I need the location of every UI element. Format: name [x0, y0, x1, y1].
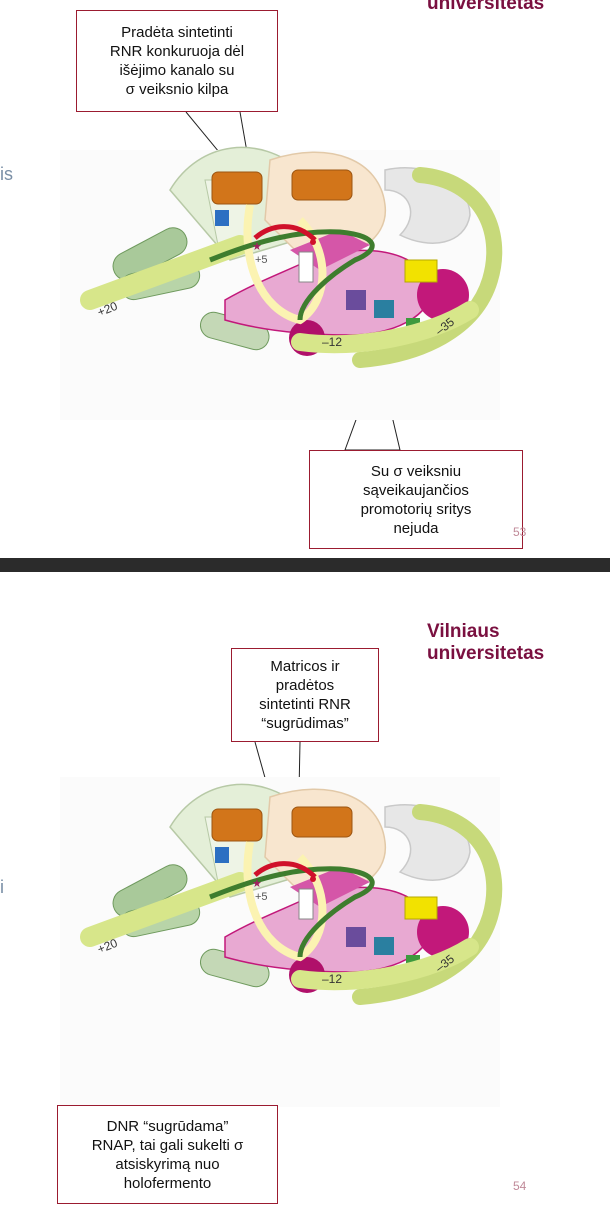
- blue-block: [215, 210, 229, 226]
- beta-lobe-block: [291, 169, 353, 201]
- beta-lobe-block: [211, 171, 263, 205]
- callout-line: atsiskyrimą nuo: [115, 1155, 220, 1173]
- sigma-arc: [352, 804, 503, 1005]
- callout-line: σ veiksnio kilpa: [125, 81, 229, 98]
- slide-54: Vilniaus universitetas i +20: [0, 572, 610, 1214]
- sigma-arc: [352, 167, 503, 368]
- purple-block: [346, 927, 366, 947]
- brand-line2: universitetas: [427, 643, 545, 664]
- downstream-dna: [80, 235, 250, 310]
- page-number: 54: [513, 1179, 527, 1193]
- label-minus12: –12: [322, 972, 342, 986]
- brand-line1: Vilniaus: [427, 621, 500, 642]
- callout-line: promotorių sritys: [360, 500, 472, 518]
- callout-top: Pradėta sintetinti RNR konkuruoja dėl iš…: [76, 10, 278, 112]
- nascent-rna: [253, 224, 317, 242]
- callout-line: pradėtos: [275, 677, 335, 694]
- promoter-dna: [291, 938, 479, 991]
- slide-separator: [0, 558, 610, 572]
- callout-line: išėjimo kanalo su: [119, 62, 235, 79]
- promoter-dna: [291, 301, 479, 354]
- callout-line: DNR “sugrūdama”: [106, 1117, 229, 1135]
- white-pillar: [298, 251, 314, 283]
- label-plus5: +5: [255, 254, 268, 266]
- label-plus5: +5: [255, 891, 268, 903]
- beta-lobe-block: [291, 806, 353, 838]
- label-minus12: –12: [322, 335, 342, 349]
- teal-block: [374, 937, 394, 955]
- callout-bottom: Su σ veiksniu sąveikaujančios promotorių…: [309, 450, 523, 549]
- nascent-rna: [253, 861, 317, 879]
- callout-line: “sugrūdimas”: [261, 715, 349, 732]
- callout-bottom: DNR “sugrūdama” RNAP, tai gali sukelti σ…: [57, 1105, 278, 1204]
- callout-top: Matricos ir pradėtos sintetinti RNR “sug…: [231, 648, 379, 742]
- callout-line: Pradėta sintetinti: [121, 24, 233, 41]
- active-site-star: ★: [252, 878, 262, 890]
- callout-line: Matricos ir: [270, 658, 340, 675]
- yellow-block: [404, 896, 438, 920]
- callout-line: sąveikaujančios: [363, 481, 469, 499]
- active-site-star: ★: [252, 241, 262, 253]
- rnap-holoenzyme-diagram: +20 –12 –35 +5 ★: [60, 111, 503, 451]
- brand-line2: universitetas: [427, 0, 545, 14]
- university-logo-text: Vilniaus universitetas: [427, 621, 544, 665]
- template-strand: [209, 866, 375, 958]
- callout-line: RNAP, tai gali sukelti σ: [91, 1136, 244, 1154]
- yellow-block: [404, 259, 438, 283]
- slide-53: universitetas is +20: [0, 0, 610, 558]
- downstream-dna: [80, 872, 250, 947]
- active-site-dot: [310, 876, 316, 882]
- university-logo-text: universitetas: [427, 0, 544, 15]
- cut-off-text: is: [0, 164, 13, 184]
- beta-lobe-block: [211, 808, 263, 842]
- teal-block: [374, 300, 394, 318]
- callout-line: sintetinti RNR: [259, 696, 351, 713]
- purple-block: [346, 290, 366, 310]
- template-strand: [209, 229, 375, 321]
- callout-line: Su σ veiksniu: [370, 462, 462, 480]
- blue-block: [215, 847, 229, 863]
- callout-line: RNR konkuruoja dėl: [109, 43, 245, 60]
- cut-off-text: i: [0, 877, 4, 897]
- rnap-holoenzyme-diagram: +20 –12 –35 +5 ★: [60, 741, 503, 1108]
- callout-line: nejuda: [393, 519, 439, 537]
- page-number: 53: [513, 525, 527, 539]
- callout-line: holofermento: [123, 1174, 212, 1192]
- white-pillar: [298, 888, 314, 920]
- active-site-dot: [310, 239, 316, 245]
